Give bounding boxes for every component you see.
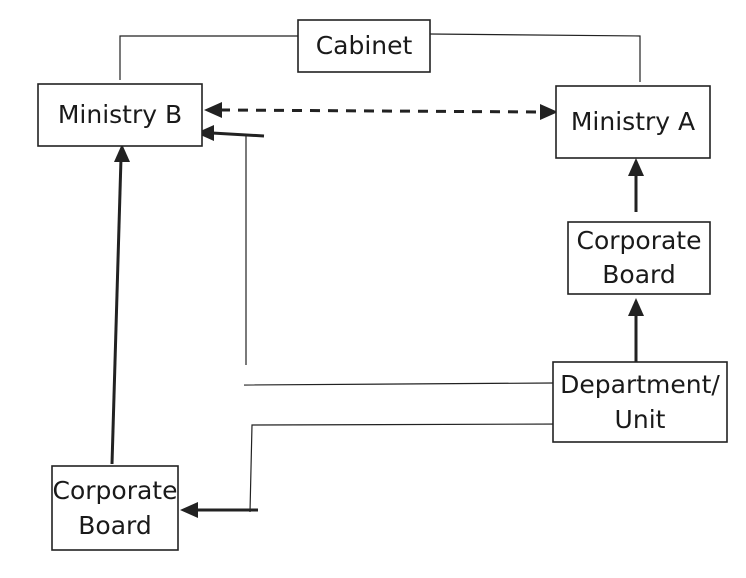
node-corporate-board-right-line-1: Corporate <box>577 226 702 255</box>
arrowhead-right-ministry-a <box>540 104 558 120</box>
node-corporate-board-right-line-2: Board <box>602 260 675 289</box>
node-cabinet-label: Cabinet <box>316 31 413 60</box>
arrowhead-ministry-b-from-board <box>114 144 130 162</box>
node-department-unit-line-2: Unit <box>615 405 666 434</box>
connector-ministry-a-cabinet <box>429 33 641 82</box>
arrowhead-ministry-a <box>628 158 644 176</box>
node-ministry-b-label: Ministry B <box>58 100 182 129</box>
node-corporate-board-right: Corporate Board <box>567 221 711 295</box>
connector-ministry-b-ministry-a-dashed <box>219 108 543 114</box>
arrowhead-ministry-b-from-department <box>196 125 214 141</box>
node-cabinet: Cabinet <box>297 19 431 73</box>
arrowhead-corporate-board-right <box>628 298 644 316</box>
connector-department-corporate-board-left <box>249 423 573 513</box>
node-ministry-a-label: Ministry A <box>571 107 695 136</box>
node-corporate-board-left-line-1: Corporate <box>53 476 178 505</box>
node-corporate-board-left: Corporate Board <box>51 465 179 551</box>
node-department-unit-line-1: Department/ <box>560 370 720 399</box>
connector-corporate-board-left-ministry-b <box>110 157 123 465</box>
connector-ministry-b-cabinet <box>119 35 300 80</box>
connector-ministry-b-arrow-stem <box>211 131 265 138</box>
node-ministry-b: Ministry B <box>37 83 203 147</box>
arrowhead-left-ministry-b <box>204 102 222 118</box>
node-department-unit: Department/ Unit <box>552 361 728 443</box>
connector-department-ministry-b <box>243 382 554 386</box>
node-corporate-board-left-line-2: Board <box>78 511 151 540</box>
node-ministry-a: Ministry A <box>555 85 711 159</box>
arrowhead-corporate-board-left <box>180 502 198 518</box>
